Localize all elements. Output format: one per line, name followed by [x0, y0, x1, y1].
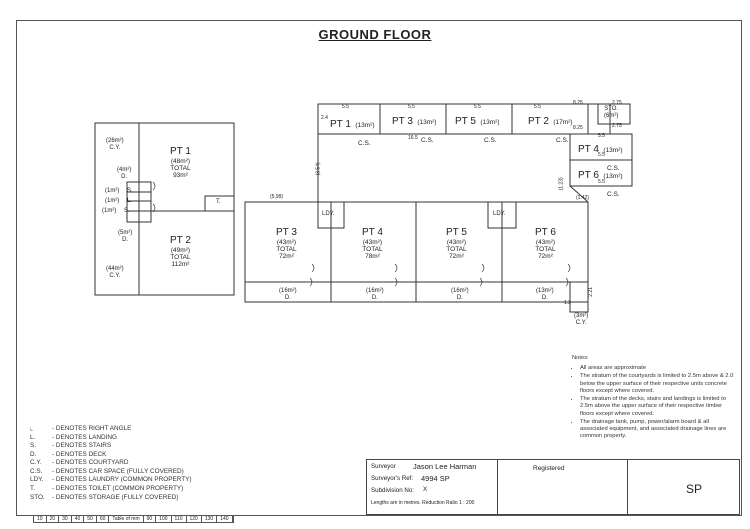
legend-item: C.Y.- DENOTES COURTYARD — [30, 459, 129, 467]
surveyor-ref: 4994 SP — [421, 474, 450, 483]
upper-unit-pt2: PT 2 (17m²) C.S. — [528, 116, 573, 145]
dim-label: 2.21 — [587, 287, 594, 297]
legend-item: LDY.- DENOTES LAUNDRY (COMMON PROPERTY) — [30, 476, 192, 484]
upper-unit-pt1: PT 1 (13m²) C.S. — [330, 119, 375, 148]
courtyard-top-label: (26m²) C.Y. — [106, 138, 124, 151]
registered-label: Registered — [533, 465, 565, 472]
scale-tick: 100 — [156, 516, 172, 522]
laundry-right-label: LDY. — [493, 211, 506, 217]
scale-tick: 90 — [144, 516, 157, 522]
scale-tick: 130 — [202, 516, 218, 522]
left-unit-pt1: PT 1 (48m²) TOTAL 93m² — [170, 146, 191, 180]
legend-item: S.- DENOTES STAIRS — [30, 442, 112, 450]
main-unit-pt6: PT 6 (43m²) TOTAL 72m² — [535, 227, 556, 261]
legend: ⌞- DENOTES RIGHT ANGLE L.- DENOTES LANDI… — [30, 425, 192, 502]
scale-tick: 20 — [47, 516, 60, 522]
dim-label: 16.5 — [408, 135, 418, 141]
dim-label: 5.5 — [408, 104, 415, 110]
legend-item: C.S.- DENOTES CAR SPACE (FULLY COVERED) — [30, 467, 184, 475]
dim-label: 5.5 — [598, 179, 605, 185]
toilet-label: T. — [216, 199, 221, 205]
surveyor-ref-label: Surveyor's Ref: — [371, 475, 414, 482]
deck-pt3: (16m²) D. — [279, 288, 297, 301]
side-unit-pt6: PT 6 (13m²) C.S. — [578, 170, 623, 199]
upper-unit-pt5: PT 5 (13m²) C.S. — [455, 116, 500, 145]
landing-label: (1m²) L. — [105, 198, 133, 204]
title-block: Surveyor Jason Lee Harman Surveyor's Ref… — [366, 459, 740, 515]
subdivision-label: Subdivision No: — [371, 487, 414, 494]
side-unit-pt4: PT 4 (13m²) C.S. — [578, 144, 623, 173]
notes-block: Notes: All areas are approximate The str… — [572, 355, 737, 442]
plan-type: SP — [685, 482, 702, 496]
scale-bar: 10 20 30 40 50 60 Table of mm 90 100 110… — [33, 515, 234, 523]
stairs-landing-outline — [126, 181, 152, 223]
dim-label: (1.42) — [576, 195, 590, 201]
laundry-left-outline — [317, 201, 345, 229]
legend-item: D.- DENOTES DECK — [30, 450, 107, 458]
note-item: The stratum of the courtyards is limited… — [580, 373, 737, 395]
surveyor-label: Surveyor — [371, 463, 396, 470]
scale-tick: Table of mm — [109, 516, 144, 522]
dim-label: 5.5 — [342, 104, 349, 110]
legend-item: T.- DENOTES TOILET (COMMON PROPERTY) — [30, 485, 184, 493]
dim-label: (3.54) — [315, 162, 322, 176]
small-courtyard-label: (3m²) C.Y. — [574, 313, 589, 326]
scale-tick: 50 — [84, 516, 97, 522]
laundry-left-label: LDY. — [322, 211, 335, 217]
storage-outline — [597, 103, 631, 125]
deck-bottom-label: (5m²) D. — [118, 230, 133, 243]
dim-label: 2.75 — [612, 123, 622, 129]
dim-label: 5.5 — [598, 133, 605, 139]
deck-pt6: (13m²) D. — [536, 288, 554, 301]
lengths-note: Lengths are in metres. Reduction Ratio 1… — [371, 500, 475, 506]
scale-tick: 40 — [72, 516, 85, 522]
upper-unit-pt3: PT 3 (13m²) C.S. — [392, 116, 437, 145]
dim-label: 8.25 — [573, 100, 583, 106]
laundry-right-outline — [487, 201, 517, 229]
legend-item: STO.- DENOTES STORAGE (FULLY COVERED) — [30, 493, 179, 501]
main-unit-pt4: PT 4 (43m²) TOTAL 78m² — [362, 227, 383, 261]
deck-pt4: (16m²) D. — [366, 288, 384, 301]
stairs-top-label: (1m²) S. — [105, 188, 133, 194]
notes-list: All areas are approximate The stratum of… — [572, 365, 737, 440]
note-item: The stratum of the decks, stairs and lan… — [580, 396, 737, 418]
upper-carspace-row — [317, 103, 611, 135]
legend-item: ⌞- DENOTES RIGHT ANGLE — [30, 425, 132, 432]
page-title: GROUND FLOOR — [318, 27, 432, 42]
deck-top-label: (4m²) D. — [117, 167, 132, 180]
deck-pt5: (16m²) D. — [451, 288, 469, 301]
scale-tick: 10 — [34, 516, 47, 522]
courtyard-bottom-label: (44m²) C.Y. — [106, 266, 124, 279]
scale-tick: 30 — [59, 516, 72, 522]
main-unit-pt3: PT 3 (43m²) TOTAL 72m² — [276, 227, 297, 261]
dim-label: 2.75 — [612, 100, 622, 106]
main-unit-pt5: PT 5 (43m²) TOTAL 72m² — [446, 227, 467, 261]
stairs-bottom-label: (1m²) S. — [102, 208, 130, 214]
scale-tick: 110 — [172, 516, 187, 522]
surveyor-name: Jason Lee Harman — [413, 462, 477, 471]
dim-label: 8.25 — [573, 125, 583, 131]
subdivision-no: X — [423, 486, 428, 493]
small-courtyard-outline — [569, 281, 589, 313]
dim-label: 1.3 — [564, 300, 571, 306]
dim-label: 5.5 — [474, 104, 481, 110]
scale-tick: 60 — [97, 516, 110, 522]
drawing-frame — [16, 20, 742, 516]
toilet-outline — [204, 195, 235, 212]
scale-tick: 120 — [187, 516, 202, 522]
note-item: All areas are approximate — [580, 365, 737, 372]
dim-label: (1.23) — [558, 177, 565, 191]
note-item: The drainage tank, pump, power/alarm boa… — [580, 419, 737, 441]
left-unit-pt2: PT 2 (49m²) TOTAL 112m² — [170, 235, 191, 269]
dim-label: 2.4 — [321, 115, 328, 121]
storage-label: STO. (6m²) — [604, 106, 619, 119]
pt2-unit-outline — [138, 210, 235, 296]
scale-tick: 140 — [217, 516, 233, 522]
dim-label: 5.5 — [534, 104, 541, 110]
legend-item: L.- DENOTES LANDING — [30, 433, 117, 441]
dim-label: 5.5 — [598, 152, 605, 158]
notes-heading: Notes: — [572, 355, 589, 361]
dim-label: (5.99) — [270, 194, 284, 200]
